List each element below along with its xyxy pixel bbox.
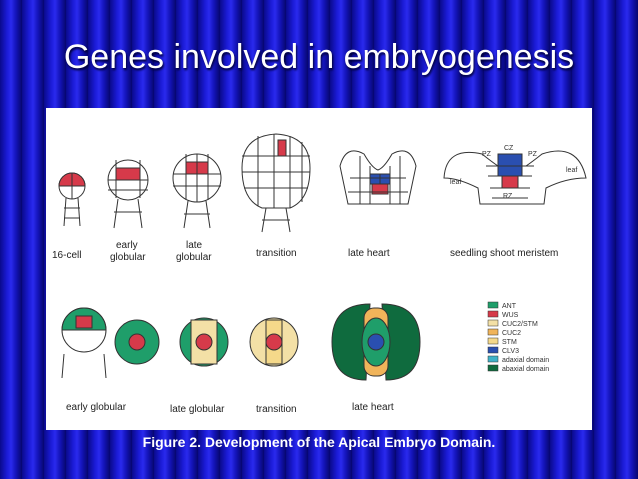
label-bottom-late-globular: late globular	[170, 404, 225, 415]
label-16-cell: 16-cell	[52, 250, 81, 261]
label-leaf-right: leaf	[566, 167, 577, 174]
domain-transition-2	[249, 317, 299, 367]
legend-swatch-stm	[487, 337, 499, 345]
label-late-globular-1: late	[186, 240, 203, 251]
figure-panel: 16-cell early globular late globular tra…	[46, 108, 592, 430]
legend-label-ant: ANT	[502, 303, 517, 310]
embryo-transition	[241, 133, 311, 233]
legend-label-adaxial: adaxial domain	[502, 357, 549, 364]
domain-early-globular	[61, 307, 107, 379]
seedling-shoot-meristem	[443, 150, 587, 205]
figure-illustration: 16-cell early globular late globular tra…	[52, 133, 587, 415]
legend-swatch-wus	[487, 310, 499, 318]
embryo-late-globular	[172, 153, 222, 229]
label-pz-left: PZ	[482, 151, 492, 158]
label-pz-right: PZ	[528, 151, 538, 158]
embryo-16-cell	[58, 172, 86, 227]
label-bottom-early-globular: early globular	[66, 402, 127, 413]
label-transition: transition	[256, 248, 297, 259]
legend-swatch-cuc2	[487, 328, 499, 336]
legend-label-cuc2: CUC2	[502, 330, 521, 337]
legend-swatch-adaxial	[487, 355, 499, 363]
embryo-late-heart	[339, 150, 417, 205]
label-early-globular-2: globular	[110, 252, 146, 263]
label-bottom-late-heart: late heart	[352, 402, 394, 413]
label-early-globular-1: early	[116, 240, 138, 251]
domain-transition	[179, 317, 229, 367]
label-bottom-transition: transition	[256, 404, 297, 415]
embryo-early-globular	[107, 159, 149, 229]
label-cz: CZ	[504, 145, 514, 152]
label-rz: RZ	[503, 193, 513, 200]
figure-caption: Figure 2. Development of the Apical Embr…	[142, 434, 496, 450]
label-seedling-shoot-meristem: seedling shoot meristem	[450, 248, 558, 259]
label-late-globular-2: globular	[176, 252, 212, 263]
domain-late-globular	[114, 319, 160, 365]
legend-swatch-ant	[487, 301, 499, 309]
legend-swatch-clv3	[487, 346, 499, 354]
slide-title: Genes involved in embryogenesis	[63, 38, 575, 76]
label-leaf-left: leaf	[450, 179, 461, 186]
legend-label-cuc2-stm: CUC2/STM	[502, 321, 538, 328]
legend-label-wus: WUS	[502, 312, 519, 319]
legend-swatch-cuc2-stm	[487, 319, 499, 327]
label-late-heart: late heart	[348, 248, 390, 259]
legend-label-stm: STM	[502, 339, 517, 346]
legend-swatch-abaxial	[487, 364, 499, 372]
domain-late-heart	[331, 303, 421, 381]
legend-label-clv3: CLV3	[502, 348, 519, 355]
legend-label-abaxial: abaxial domain	[502, 366, 549, 373]
legend: ANT WUS CUC2/STM CUC2 STM CLV3 adaxial d…	[487, 301, 549, 373]
